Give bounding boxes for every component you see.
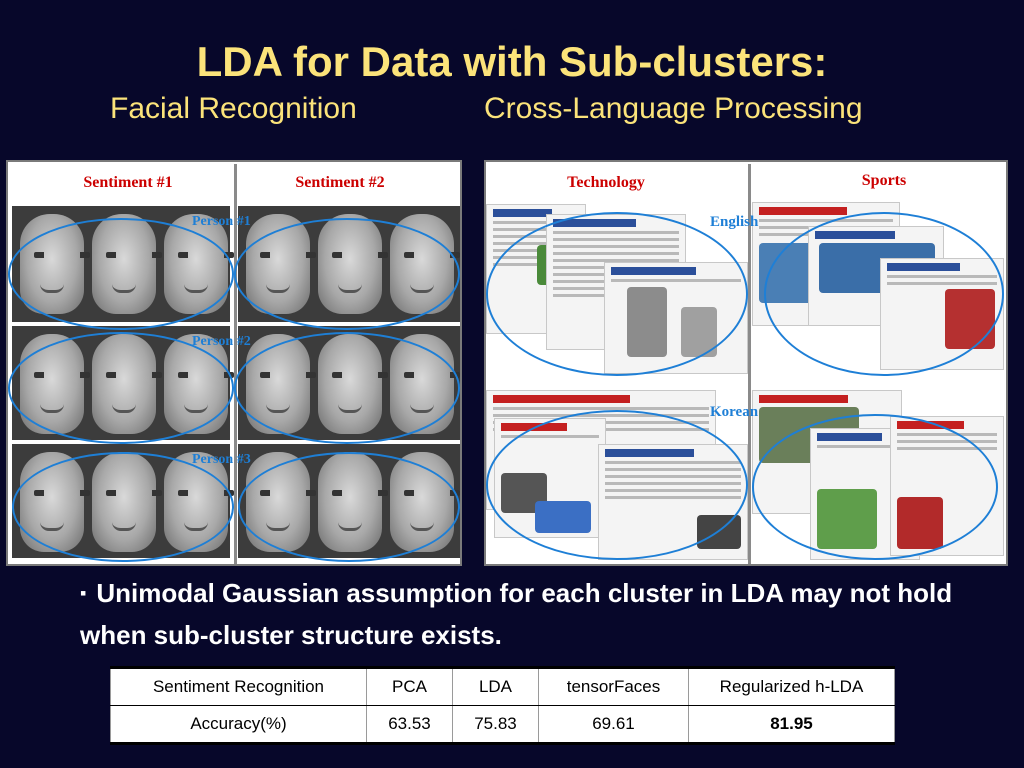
col-header-technology: Technology: [567, 174, 645, 191]
table-cell: 63.53: [366, 705, 453, 745]
cluster-ellipse: [234, 218, 460, 330]
cluster-ellipse: [238, 452, 460, 562]
table-cell-best: 81.95: [688, 705, 895, 745]
table-header-cell: Sentiment Recognition: [110, 666, 367, 706]
bullet-text: Unimodal Gaussian assumption for each cl…: [80, 578, 953, 650]
person-label-3: Person #3: [192, 452, 251, 467]
table-cell: Accuracy(%): [110, 705, 367, 745]
col-header-sentiment-2: Sentiment #2: [295, 174, 385, 191]
table-header-row: Sentiment Recognition PCA LDA tensorFace…: [110, 666, 895, 706]
person-label-2: Person #2: [192, 334, 251, 349]
subtitle-facial: Facial Recognition: [110, 92, 357, 125]
bullet-point: ▪Unimodal Gaussian assumption for each c…: [80, 572, 960, 656]
col-header-sports: Sports: [861, 172, 907, 189]
language-label-korean: Korean: [710, 404, 759, 420]
faces-panel: Sentiment #1 Sentiment #2: [6, 160, 462, 566]
table-cell: 69.61: [538, 705, 689, 745]
cluster-ellipse: [8, 218, 234, 330]
col-header-sentiment-1: Sentiment #1: [83, 174, 173, 191]
cluster-ellipse: [12, 452, 234, 562]
table-cell: 75.83: [452, 705, 539, 745]
news-panel: Technology Sports: [484, 160, 1008, 566]
bullet-icon: ▪: [80, 583, 87, 603]
cluster-ellipse: [8, 332, 234, 444]
person-label-1: Person #1: [192, 214, 251, 229]
table-row: Accuracy(%) 63.53 75.83 69.61 81.95: [110, 705, 895, 745]
cluster-ellipse: [486, 212, 748, 376]
cluster-ellipse: [764, 212, 1004, 376]
table-header-cell: PCA: [366, 666, 453, 706]
slide-title: LDA for Data with Sub-clusters:: [196, 38, 828, 85]
subtitle-cross-language: Cross-Language Processing: [484, 92, 863, 125]
cluster-ellipse: [234, 332, 460, 444]
table-header-cell: tensorFaces: [538, 666, 689, 706]
panel-divider: [748, 164, 751, 564]
table-header-cell: Regularized h-LDA: [688, 666, 895, 706]
results-table: Sentiment Recognition PCA LDA tensorFace…: [110, 666, 895, 745]
panel-divider: [234, 164, 237, 564]
table-header-cell: LDA: [452, 666, 539, 706]
language-label-english: English: [710, 214, 759, 230]
cluster-ellipse: [752, 414, 998, 560]
cluster-ellipse: [486, 410, 748, 560]
